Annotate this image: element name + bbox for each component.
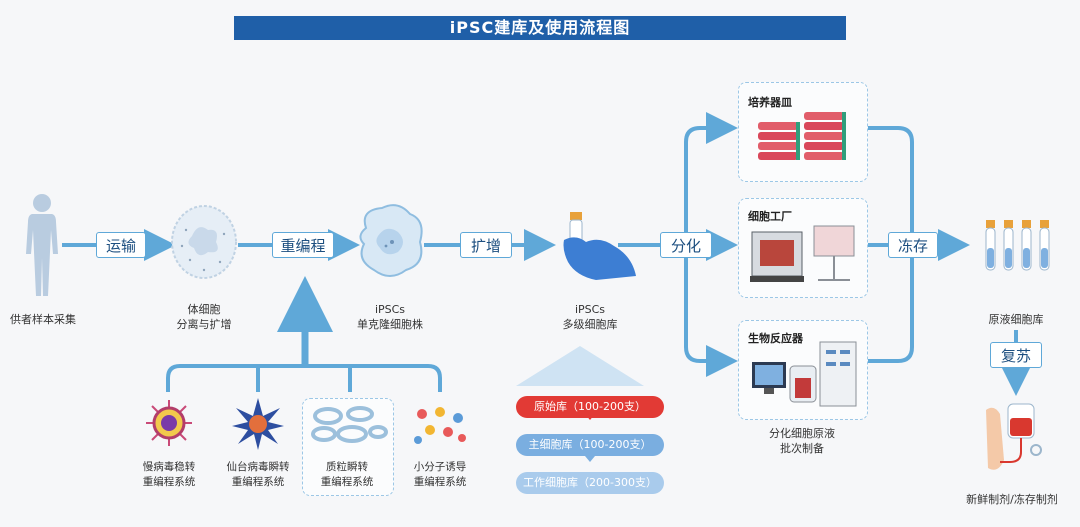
bioreactor-title: 生物反应器: [748, 332, 803, 345]
method-lentivirus-2: 重编程系统: [142, 476, 196, 488]
final-product-label: 新鲜制剂/冻存制剂: [966, 493, 1058, 506]
dish-title: 培养器皿: [748, 96, 792, 109]
method-small-molecule-1: 小分子诱导: [413, 461, 467, 473]
culture-dish-icon: [758, 112, 846, 160]
small-molecule-icon: [414, 407, 466, 444]
donor-label: 供者样本采集: [10, 313, 76, 326]
somatic-label-1: 体细胞: [187, 303, 221, 316]
diagram-title: iPSC建库及使用流程图: [234, 16, 846, 40]
stock-tubes-icon: [985, 220, 1050, 271]
transport-step: 运输: [96, 232, 146, 258]
ipsc-clone-label-1: iPSCs: [374, 303, 406, 316]
expand-step: 扩增: [460, 232, 512, 258]
lentivirus-icon: [146, 400, 192, 446]
differentiate-step: 分化: [660, 232, 712, 258]
bioreactor-icon: [752, 341, 857, 407]
dish-panel: [738, 82, 868, 182]
stock-bank-label: 原液细胞库: [988, 313, 1044, 326]
freeze-step: 冻存: [888, 232, 938, 258]
revive-step: 复苏: [990, 342, 1042, 368]
donor-icon: [26, 194, 58, 296]
primary-bank: 原始库（100-200支）: [516, 396, 664, 418]
plasmid-panel: [302, 398, 394, 496]
vial-hand-icon: [563, 212, 636, 280]
plasmid-icon: [311, 406, 388, 443]
method-plasmid-2: 重编程系统: [320, 476, 374, 488]
sendai-virus-icon: [232, 398, 284, 450]
method-sendai-1: 仙台病毒瞬转: [226, 461, 290, 473]
ipsc-clone-icon: [359, 204, 423, 277]
somatic-cell-icon: [171, 205, 237, 279]
batch-label-1: 分化细胞原液: [769, 427, 835, 440]
batch-label-2: 批次制备: [780, 442, 824, 455]
method-plasmid-1: 质粒瞬转: [326, 461, 368, 473]
reprogram-step: 重编程: [272, 232, 334, 258]
cell-factory-icon: [750, 225, 855, 282]
factory-title: 细胞工厂: [748, 210, 792, 223]
infusion-icon: [986, 403, 1042, 470]
ipsc-clone-label-2: 单克隆细胞株: [357, 318, 423, 331]
master-bank: 主细胞库（100-200支）: [516, 434, 664, 456]
method-lentivirus-1: 慢病毒稳转: [142, 461, 196, 473]
somatic-label-2: 分离与扩增: [176, 318, 232, 331]
ipsc-bank-label-1: iPSCs: [574, 303, 606, 316]
working-bank: 工作细胞库（200-300支）: [516, 472, 664, 494]
ipsc-bank-label-2: 多级细胞库: [562, 318, 618, 331]
method-sendai-2: 重编程系统: [231, 476, 285, 488]
method-small-molecule-2: 重编程系统: [413, 476, 467, 488]
